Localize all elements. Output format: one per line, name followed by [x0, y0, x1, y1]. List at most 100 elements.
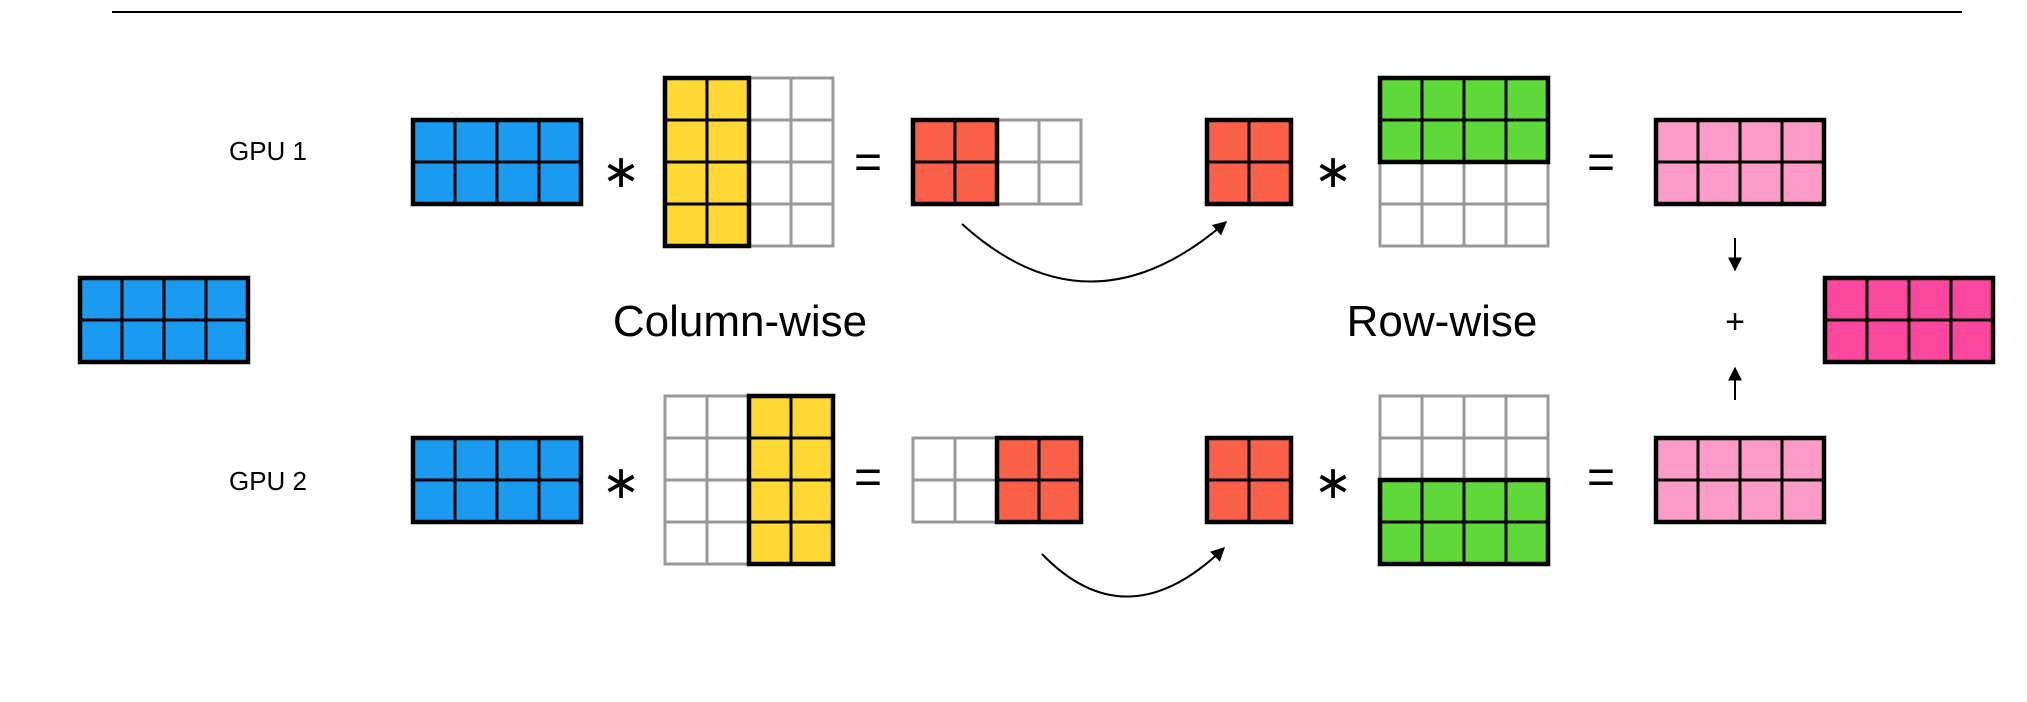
filled-cell: [747, 520, 793, 566]
filled-cell: [1247, 436, 1293, 482]
empty-cell: [1378, 160, 1424, 206]
filled-cell: [1420, 76, 1466, 122]
block-outline: [1822, 275, 1996, 365]
gpu1-output: [1653, 117, 1827, 207]
filled-cell: [995, 478, 1041, 524]
filled-cell: [789, 394, 835, 440]
filled-cell: [1420, 520, 1466, 566]
final-output: [1822, 275, 1996, 365]
filled-cell: [1462, 118, 1508, 164]
filled-cell: [1378, 478, 1424, 524]
block-outline: [1377, 477, 1551, 567]
empty-cell: [1420, 394, 1466, 440]
filled-cell: [1738, 160, 1784, 206]
gpu2-output: [1653, 435, 1827, 525]
filled-cell: [1654, 160, 1700, 206]
filled-cell: [1823, 276, 1869, 322]
gpu2-partial-moved: [1204, 435, 1294, 525]
filled-cell: [1865, 318, 1911, 364]
block-outline: [910, 117, 1000, 207]
empty-cell: [1504, 160, 1550, 206]
empty-cell: [911, 436, 957, 482]
empty-cell: [789, 76, 835, 122]
empty-cell: [1504, 202, 1550, 248]
block-outline: [1653, 435, 1827, 525]
filled-cell: [1696, 478, 1742, 524]
empty-cell: [705, 436, 751, 482]
filled-cell: [911, 118, 957, 164]
filled-cell: [495, 118, 541, 164]
filled-cell: [1504, 520, 1550, 566]
filled-cell: [789, 520, 835, 566]
filled-cell: [1865, 276, 1911, 322]
empty-cell: [705, 394, 751, 440]
filled-cell: [78, 318, 124, 364]
empty-cell: [995, 118, 1041, 164]
empty-cell: [995, 160, 1041, 206]
gpu1-partial-moved: [1204, 117, 1294, 207]
empty-cell: [1378, 202, 1424, 248]
filled-cell: [1654, 478, 1700, 524]
gpu1-multiply-op-1: ∗: [602, 145, 641, 197]
filled-cell: [1738, 478, 1784, 524]
filled-cell: [705, 160, 751, 206]
filled-cell: [663, 118, 709, 164]
filled-cell: [495, 160, 541, 206]
filled-cell: [411, 478, 457, 524]
empty-cell: [1378, 436, 1424, 482]
filled-cell: [789, 436, 835, 482]
filled-cell: [453, 160, 499, 206]
block-outline: [77, 275, 251, 365]
filled-cell: [789, 478, 835, 524]
empty-cell: [1462, 394, 1508, 440]
filled-cell: [1205, 160, 1251, 206]
filled-cell: [1738, 118, 1784, 164]
filled-cell: [747, 436, 793, 482]
filled-cell: [1462, 478, 1508, 524]
gpu1-input: [410, 117, 584, 207]
empty-cell: [663, 478, 709, 524]
filled-cell: [453, 478, 499, 524]
matrix-blocks: [77, 75, 1996, 567]
filled-cell: [747, 394, 793, 440]
gpu2-equals-op-1: =: [854, 451, 882, 504]
filled-cell: [705, 118, 751, 164]
filled-cell: [411, 118, 457, 164]
gpu1-label: GPU 1: [229, 136, 307, 166]
filled-cell: [411, 436, 457, 482]
filled-cell: [705, 76, 751, 122]
block-outline: [1653, 117, 1827, 207]
gpu2-partial: [911, 435, 1084, 525]
filled-cell: [1696, 436, 1742, 482]
filled-cell: [953, 118, 999, 164]
filled-cell: [1037, 436, 1083, 482]
filled-cell: [162, 318, 208, 364]
filled-cell: [1205, 118, 1251, 164]
column-wise-label: Column-wise: [613, 297, 867, 346]
gpu2-row-weight: [1377, 394, 1551, 567]
filled-cell: [663, 76, 709, 122]
empty-cell: [1420, 436, 1466, 482]
gpu1-transfer-arrow: [961, 221, 1228, 283]
filled-cell: [1738, 436, 1784, 482]
empty-cell: [747, 160, 793, 206]
filled-cell: [1696, 118, 1742, 164]
gpu1-equals-op-2: =: [1587, 136, 1615, 189]
filled-cell: [1037, 478, 1083, 524]
filled-cell: [1378, 520, 1424, 566]
empty-cell: [1504, 436, 1550, 482]
filled-cell: [1780, 118, 1826, 164]
filled-cell: [537, 160, 583, 206]
plus-op: +: [1725, 303, 1745, 341]
empty-cell: [705, 478, 751, 524]
filled-cell: [663, 202, 709, 248]
filled-cell: [411, 160, 457, 206]
filled-cell: [1654, 436, 1700, 482]
filled-cell: [537, 478, 583, 524]
row-wise-label: Row-wise: [1347, 297, 1538, 346]
empty-cell: [789, 118, 835, 164]
input-matrix: [77, 275, 251, 365]
filled-cell: [1205, 478, 1251, 524]
